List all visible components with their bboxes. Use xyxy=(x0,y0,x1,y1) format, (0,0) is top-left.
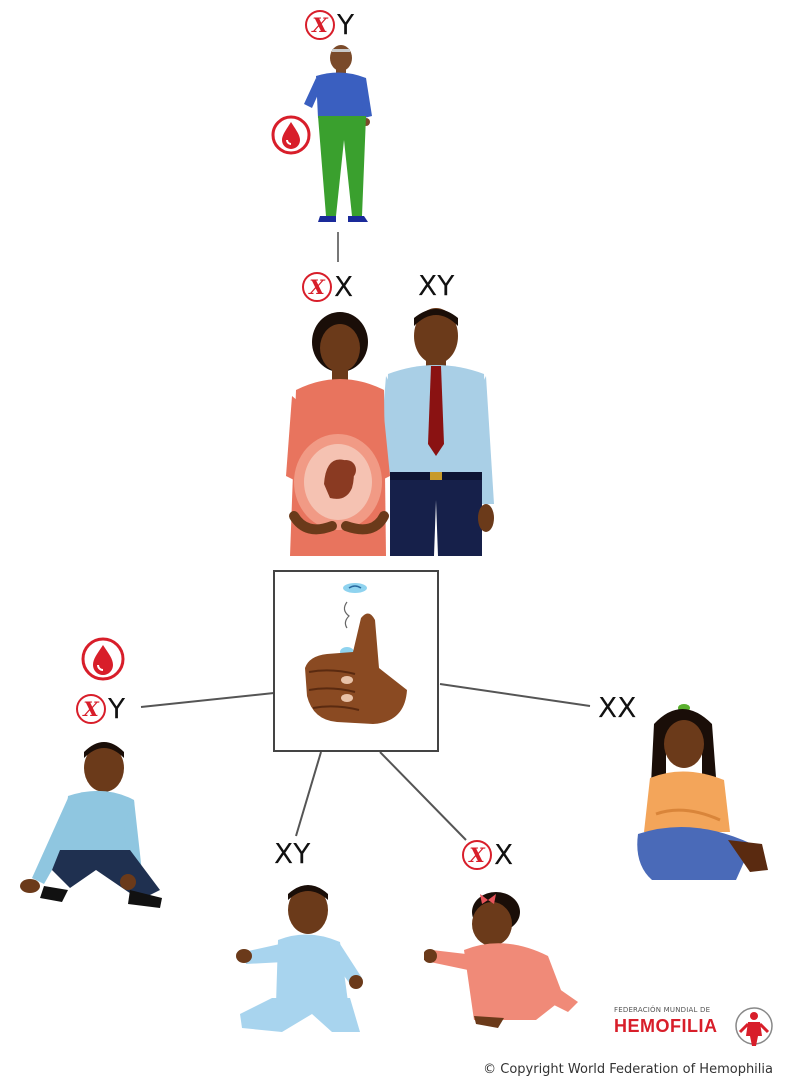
circled-x-icon: X xyxy=(305,10,335,40)
daughter-noncarrier-figure xyxy=(637,704,768,880)
circled-x-icon: X xyxy=(76,694,106,724)
grandfather-figure xyxy=(304,45,372,222)
blood-drop-icon xyxy=(81,637,125,681)
y-chromosome-label: Y xyxy=(437,269,455,302)
son-unaffected-figure xyxy=(236,885,363,1032)
mother-figure xyxy=(286,312,390,556)
wfh-logo: FEDERACIÓN MUNDIAL DE HEMOFILIA xyxy=(614,1004,776,1050)
logo-big-text: HEMOFILIA xyxy=(614,1016,718,1036)
x-chromosome-label: X xyxy=(598,691,618,724)
y-chromosome-label: Y xyxy=(108,692,126,725)
father-figure xyxy=(378,308,494,556)
logo-emblem-icon xyxy=(735,1007,773,1046)
line-box-daughter-carrier xyxy=(379,751,467,841)
line-box-daughter-noncarrier xyxy=(439,683,591,707)
x-chromosome-label: X xyxy=(274,837,294,870)
x-chromosome-label: X xyxy=(494,838,514,871)
line-box-son-affected xyxy=(140,692,275,708)
son-affected-figure xyxy=(20,742,162,908)
y-chromosome-label: Y xyxy=(293,837,311,870)
blood-drop-icon xyxy=(271,115,311,155)
daughter-carrier-figure xyxy=(424,892,578,1028)
x-chromosome-label: X xyxy=(334,270,354,303)
circled-x-icon: X xyxy=(462,840,492,870)
line-box-son-unaffected xyxy=(295,751,322,837)
thumb-coin-flip-icon xyxy=(305,583,407,724)
circled-x-icon: X xyxy=(302,272,332,302)
logo-small-text: FEDERACIÓN MUNDIAL DE xyxy=(614,1006,711,1014)
x-chromosome-label: X xyxy=(418,269,438,302)
x-chromosome-label-2: X xyxy=(617,691,637,724)
copyright-text: © Copyright World Federation of Hemophil… xyxy=(483,1062,773,1077)
y-chromosome-label: Y xyxy=(337,8,355,41)
chance-box xyxy=(273,570,439,752)
